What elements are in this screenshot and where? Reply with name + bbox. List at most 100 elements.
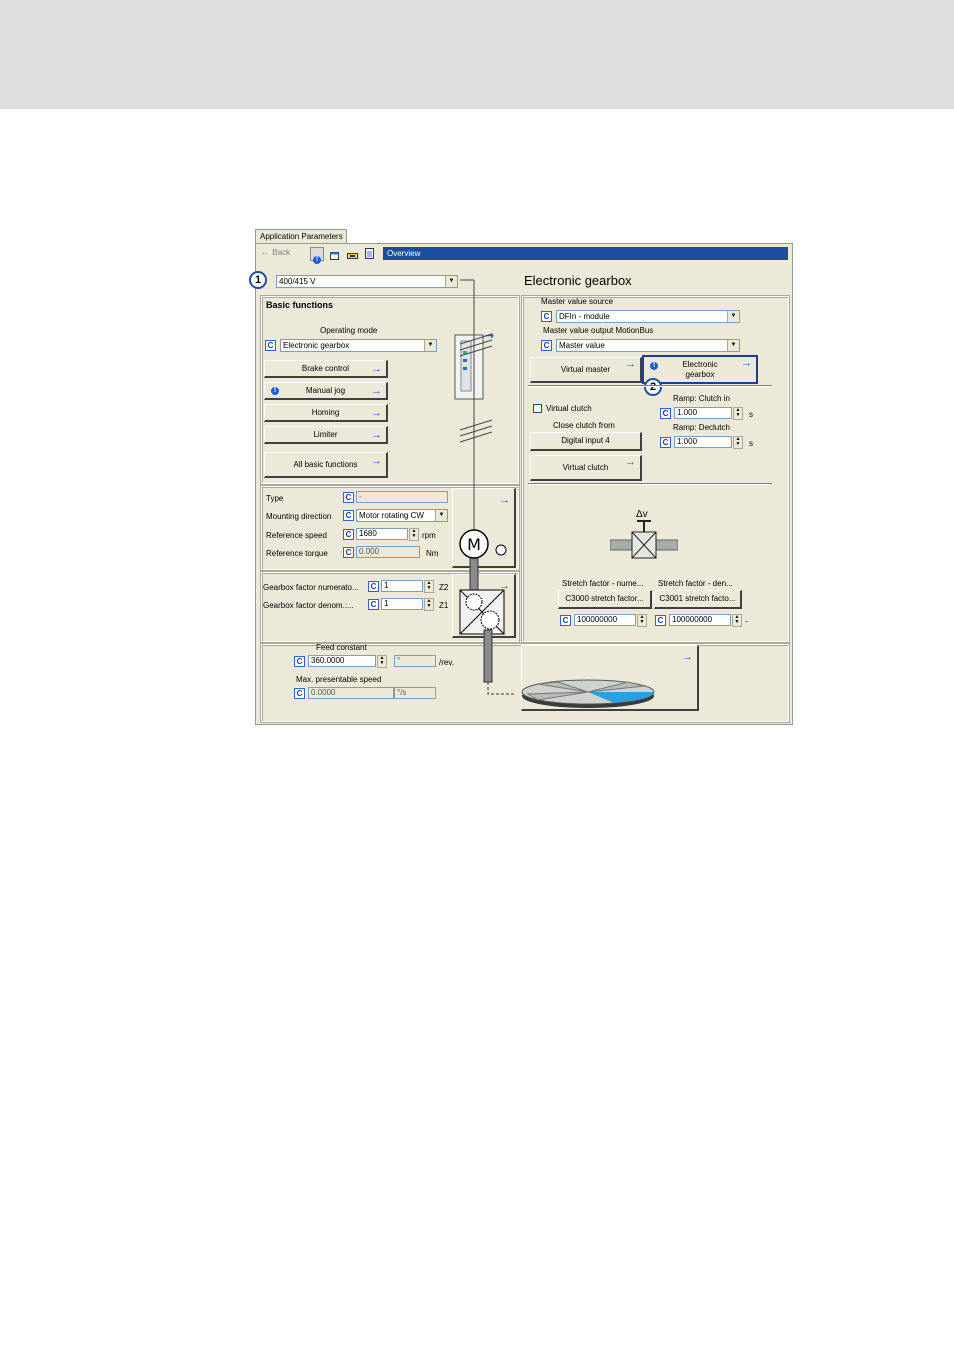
feed-constant-stepper[interactable]: ▲▼	[377, 655, 387, 668]
ramp-clutch-in-field[interactable]: 1.000	[674, 407, 732, 419]
document-icon[interactable]	[364, 247, 376, 259]
c-badge[interactable]: C	[294, 656, 305, 667]
c-badge[interactable]: C	[368, 581, 379, 592]
arrow-right-icon: →	[371, 455, 382, 467]
basic-functions-group	[260, 295, 520, 485]
feed-group	[260, 643, 790, 723]
limiter-button[interactable]: Limiter→	[264, 426, 388, 444]
feed-constant-label: Feed constant	[316, 643, 367, 652]
gearbox-denominator-stepper[interactable]: ▲▼	[424, 598, 434, 611]
arrow-right-icon: →	[499, 580, 510, 592]
master-source-select[interactable]: DFIn - module ▼	[556, 310, 740, 323]
battery-icon[interactable]	[347, 248, 359, 259]
c-badge[interactable]: C	[343, 492, 354, 503]
window-icon[interactable]	[330, 248, 340, 260]
c-badge[interactable]: C	[294, 688, 305, 699]
stretch-denominator-label: Stretch factor - den...	[658, 579, 733, 588]
manual-jog-button[interactable]: ! Manual jog→	[264, 382, 388, 400]
gearbox-denominator-field[interactable]: 1	[381, 598, 423, 610]
chevron-down-icon: ▼	[424, 340, 436, 351]
operating-mode-select[interactable]: Electronic gearbox ▼	[280, 339, 437, 352]
virtual-clutch-button[interactable]: Virtual clutch→	[530, 455, 642, 481]
mounting-direction-select[interactable]: Motor rotating CW ▼	[356, 509, 448, 522]
feed-constant-field[interactable]: 360.0000	[308, 655, 376, 667]
reference-speed-unit: rpm	[422, 531, 436, 540]
ramp-clutch-in-stepper[interactable]: ▲▼	[733, 407, 743, 420]
voltage-select[interactable]: 400/415 V ▼	[276, 275, 458, 288]
brake-control-button[interactable]: Brake control→	[264, 360, 388, 378]
c-badge[interactable]: C	[343, 529, 354, 540]
arrow-right-icon: →	[625, 456, 636, 468]
reference-torque-field[interactable]: 0.000	[356, 546, 420, 558]
reference-torque-unit: Nm	[426, 549, 439, 558]
info-toolbar-icon[interactable]: !	[310, 247, 324, 264]
callout-marker-2: 2	[644, 378, 662, 396]
c-badge[interactable]: C	[343, 510, 354, 521]
stretch-numerator-field[interactable]: 100000000	[574, 614, 636, 626]
gearbox-group	[260, 571, 520, 643]
stretch-denominator-unit: -	[745, 617, 748, 626]
stretch-denominator-field[interactable]: 100000000	[669, 614, 731, 626]
c-badge[interactable]: C	[343, 547, 354, 558]
c-badge[interactable]: C	[560, 615, 571, 626]
homing-button[interactable]: Homing→	[264, 404, 388, 422]
master-output-label: Master value output MotionBus	[543, 326, 654, 335]
application-window: Application Parameters ← Back ! Overview…	[249, 229, 793, 725]
master-source-label: Master value source	[541, 297, 614, 306]
drive-chain-diagram: M	[446, 274, 526, 714]
type-label: Type	[266, 494, 284, 503]
reference-torque-label: Reference torque	[266, 549, 328, 558]
c-badge[interactable]: C	[655, 615, 666, 626]
delta-v-label: Δv	[636, 509, 648, 520]
stretch-numerator-stepper[interactable]: ▲▼	[637, 614, 647, 627]
arrow-right-icon: →	[682, 651, 693, 663]
tab-application-parameters[interactable]: Application Parameters	[255, 229, 347, 243]
all-basic-functions-button[interactable]: All basic functions→	[264, 452, 388, 478]
back-arrow-icon: ←	[260, 247, 270, 258]
c-badge[interactable]: C	[660, 408, 671, 419]
master-output-select[interactable]: Master value ▼	[556, 339, 740, 352]
c-badge[interactable]: C	[541, 340, 552, 351]
arrow-right-icon: →	[625, 358, 636, 370]
virtual-clutch-checkbox[interactable]	[533, 404, 542, 413]
c-badge[interactable]: C	[541, 311, 552, 322]
max-speed-field[interactable]: 0.0000	[308, 687, 394, 699]
chevron-down-icon: ▼	[727, 340, 739, 351]
basic-functions-title: Basic functions	[266, 300, 334, 310]
type-field[interactable]: -	[356, 491, 448, 503]
chevron-down-icon: ▼	[727, 311, 739, 322]
max-speed-unit: °/s	[394, 687, 436, 699]
gearbox-numerator-field[interactable]: 1	[381, 580, 423, 592]
reference-speed-field[interactable]: 1680	[356, 528, 408, 540]
close-clutch-source-button[interactable]: Digital input 4	[530, 432, 642, 451]
gearbox-numerator-stepper[interactable]: ▲▼	[424, 580, 434, 593]
svg-text:→: →	[485, 329, 494, 342]
gearbox-numerator-label: Gearbox factor numerato...	[263, 583, 359, 592]
max-speed-label: Max. presentable speed	[296, 675, 382, 684]
ramp-declutch-field[interactable]: 1.000	[674, 436, 732, 448]
ramp-declutch-stepper[interactable]: ▲▼	[733, 436, 743, 449]
window-body: ← Back ! Overview 1 400/415 V ▼ Electron…	[249, 243, 793, 725]
gearbox-denominator-label: Gearbox factor denom.:...	[263, 601, 354, 610]
address-bar[interactable]: Overview	[383, 247, 788, 260]
arrow-right-icon: →	[371, 362, 382, 375]
svg-text:M: M	[467, 535, 481, 554]
c-badge[interactable]: C	[265, 340, 276, 351]
stretch-denominator-stepper[interactable]: ▲▼	[732, 614, 742, 627]
stretch-numerator-label: Stretch factor - nume...	[562, 579, 644, 588]
ramp-declutch-unit: s	[749, 439, 753, 448]
c-badge[interactable]: C	[660, 437, 671, 448]
electronic-gearbox-group	[521, 295, 790, 643]
back-button[interactable]: ← Back	[260, 247, 291, 258]
feed-unit-field: °	[394, 655, 436, 667]
arrow-right-icon: →	[499, 494, 510, 506]
c-badge[interactable]: C	[368, 599, 379, 610]
reference-speed-stepper[interactable]: ▲▼	[409, 528, 419, 541]
info-icon: !	[650, 362, 658, 370]
separator	[528, 385, 772, 387]
arrow-right-icon: →	[371, 384, 382, 397]
virtual-master-button[interactable]: Virtual master→	[530, 357, 642, 383]
stretch-numerator-button[interactable]: C3000 stretch factor...	[558, 590, 652, 609]
stretch-denominator-button[interactable]: C3001 stretch facto...	[654, 590, 742, 609]
